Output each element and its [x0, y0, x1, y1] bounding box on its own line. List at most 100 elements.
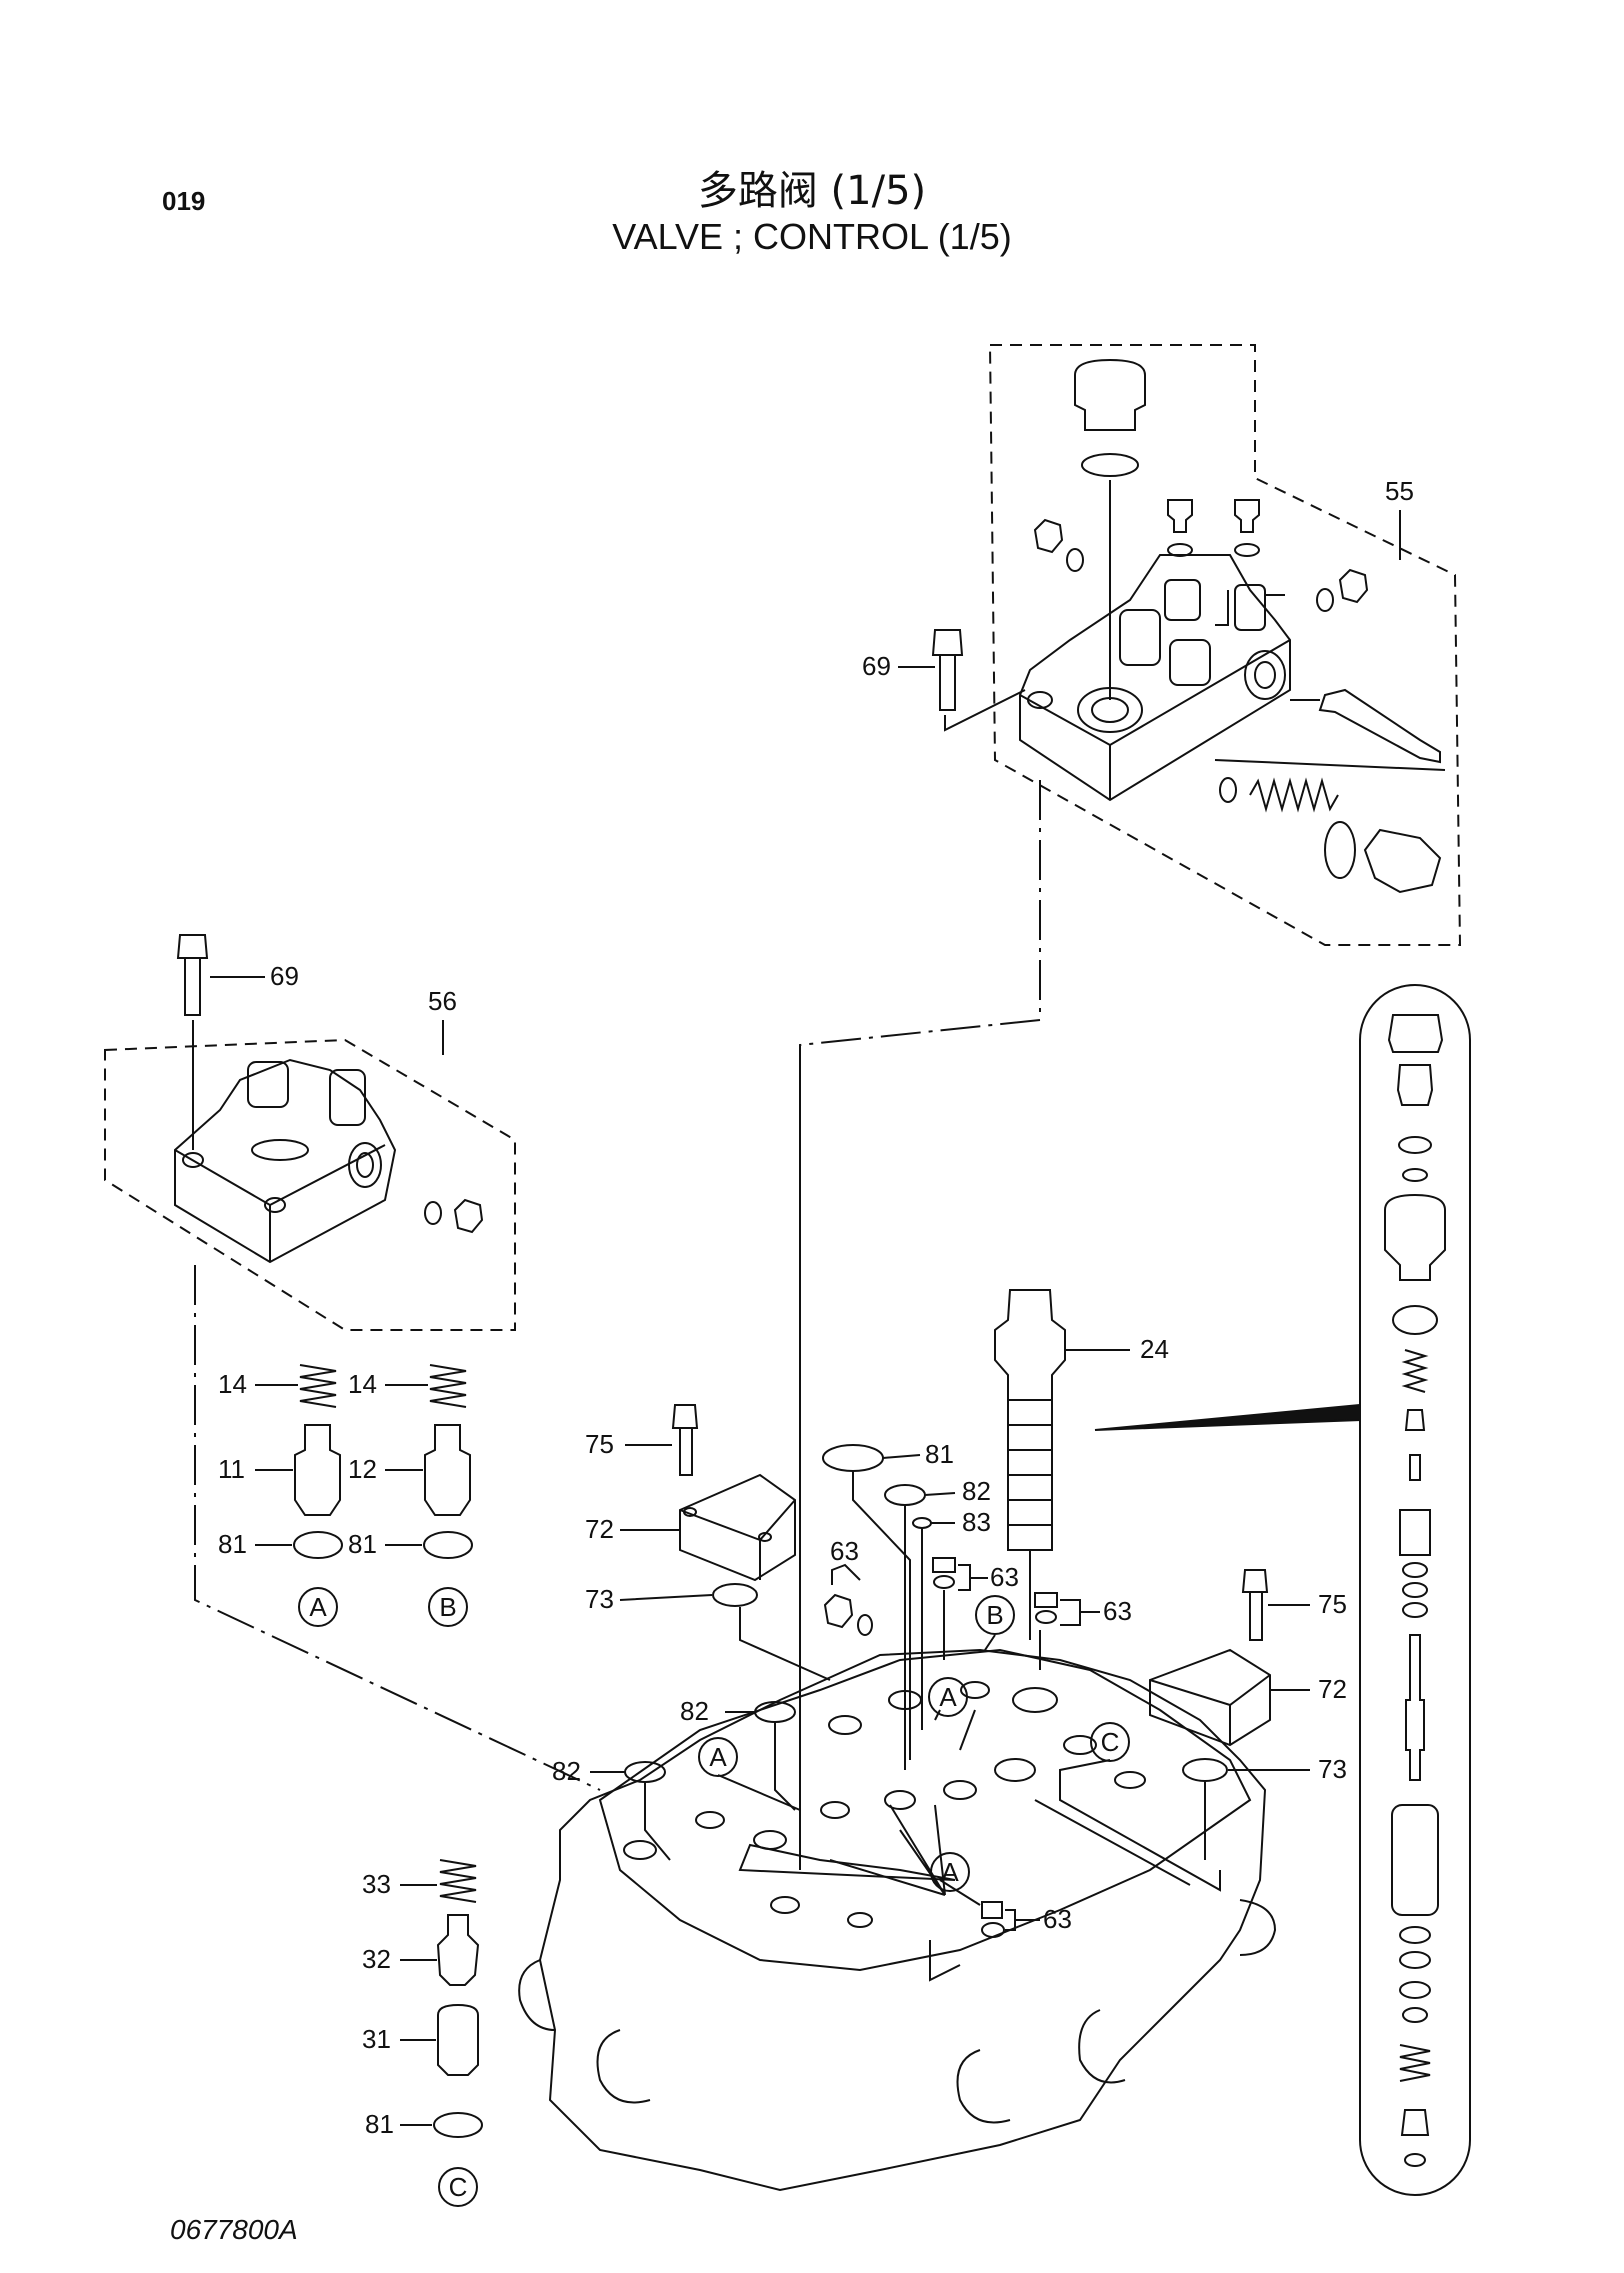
- lower-block-side-port-inner: [356, 1152, 374, 1178]
- oring-81-right: [423, 1531, 473, 1559]
- marker-leaders: [717, 1634, 1221, 1906]
- marker-a-body-3-circle: [930, 1852, 970, 1892]
- oring-81-mid: [822, 1444, 884, 1472]
- col-part-poppet: [1404, 1409, 1426, 1431]
- callout-63-a: 63: [830, 1536, 859, 1566]
- lower-block-boss-2: [329, 1069, 366, 1126]
- bolt-69-upper-shank: [939, 655, 956, 711]
- marker-b-left: B: [428, 1587, 468, 1627]
- cover-72-left-top: [679, 1499, 796, 1580]
- column-leader-wedge: [1094, 1403, 1361, 1431]
- main-body-zigzag: [738, 1799, 1191, 1982]
- body-port-8: [1063, 1735, 1097, 1755]
- col-part-plug-1: [1396, 1064, 1434, 1106]
- left-part-stack: [255, 1364, 473, 1559]
- marker-b-left-label: B: [439, 1592, 456, 1622]
- marker-b-body-label: B: [986, 1600, 1003, 1630]
- callout-31: 31: [362, 2024, 391, 2054]
- lower-block-plug: [453, 1198, 484, 1234]
- col-part-oring-7: [1399, 1926, 1431, 1944]
- small-plug-2: [1234, 499, 1260, 533]
- title-chinese: 多路阀 (1/5): [697, 168, 927, 214]
- relief-valve-24-body: [994, 1289, 1066, 1551]
- callout-69-upper: 69: [862, 651, 891, 681]
- small-plug-1: [1167, 499, 1193, 533]
- bolt-69-upper: [931, 629, 1026, 732]
- col-part-oring-5: [1402, 1582, 1428, 1598]
- plug-63-c-oring: [1035, 1610, 1057, 1624]
- bracket-55: [1215, 590, 1285, 626]
- cover-72-left: [619, 1404, 831, 1681]
- mid-seals-leaders: [590, 1454, 956, 1861]
- callout-63-b: 63: [990, 1562, 1019, 1592]
- assembly-55-dashed-outline: [988, 344, 1462, 946]
- bolt-75-right: [1241, 1569, 1269, 1641]
- marker-c-lower-label: C: [449, 2172, 468, 2202]
- spring-33: [439, 1859, 477, 1903]
- bolt-69-upper-head: [931, 629, 964, 656]
- callout-72-left: 72: [585, 1514, 614, 1544]
- callout-24: 24: [1140, 1334, 1169, 1364]
- marker-b-body: B: [975, 1595, 1015, 1635]
- lower-left-stack: [400, 1859, 483, 2138]
- bolt-75-left: [671, 1404, 699, 1476]
- assembly-56-dashed-outline: [104, 1038, 516, 1331]
- plug-63-b: [932, 1557, 956, 1573]
- cover-72-right-leaders: [1204, 1604, 1310, 1860]
- callout-82-left-1: 82: [680, 1696, 709, 1726]
- marker-a-body-1-label: A: [709, 1742, 727, 1772]
- cover-72-right-top: [1149, 1674, 1271, 1745]
- marker-b-left-circle: [428, 1587, 468, 1627]
- spool-leader: [1214, 699, 1446, 771]
- col-part-oring-3: [1392, 1305, 1438, 1335]
- col-part-pin: [1409, 1454, 1421, 1481]
- cover-72-left-plate: [679, 1473, 796, 1582]
- body-port-13: [1012, 1687, 1058, 1713]
- body-port-12: [960, 1681, 990, 1699]
- callout-69-lower: 69: [270, 961, 299, 991]
- side-oring-right: [1316, 588, 1334, 612]
- upper-block-boss-4: [1234, 584, 1266, 631]
- spring-14-left: [299, 1364, 337, 1408]
- body-port-9: [1114, 1771, 1146, 1789]
- callout-56: 56: [428, 986, 457, 1016]
- callout-75-right: 75: [1318, 1589, 1347, 1619]
- callout-73-left: 73: [585, 1584, 614, 1614]
- callout-33: 33: [362, 1869, 391, 1899]
- lower-block-slot: [251, 1139, 309, 1161]
- body-port-6: [943, 1780, 977, 1800]
- lower-block-hole-2: [264, 1197, 286, 1213]
- title-english: VALVE ; CONTROL (1/5): [612, 216, 1012, 257]
- marker-c-lower-circle: [438, 2167, 478, 2207]
- top-cap-plug: [1074, 358, 1146, 431]
- main-body-front-bosses: [596, 2009, 1126, 2124]
- top-cap-oring: [1081, 453, 1139, 477]
- plug-63-brackets: [831, 1563, 1100, 1931]
- upper-block-hole: [1027, 691, 1053, 709]
- col-part-oring-4: [1402, 1562, 1428, 1578]
- lower-valve-block: [174, 1058, 397, 1264]
- screw-plugs-63: [823, 1557, 1100, 1938]
- callout-14-left: 14: [218, 1369, 247, 1399]
- col-part-oring-8: [1399, 1951, 1431, 1969]
- oring-73-left: [712, 1583, 758, 1607]
- spring-14-right: [429, 1364, 467, 1408]
- bolt-69-lower-shank: [184, 958, 201, 1016]
- col-part-oring-9: [1399, 1981, 1431, 1999]
- main-body-top-plate: [598, 1648, 1252, 1972]
- callout-14-right: 14: [348, 1369, 377, 1399]
- col-part-oring-6: [1402, 1602, 1428, 1618]
- body-port-7: [994, 1758, 1036, 1782]
- marker-b-body-circle: [975, 1595, 1015, 1635]
- cover-72-right-plate: [1149, 1648, 1271, 1747]
- spool-rod: [1318, 688, 1441, 764]
- oring-82-mid: [884, 1484, 926, 1506]
- main-body-side-lugs: [518, 1899, 1277, 2031]
- bolt-69-upper-leader: [944, 689, 1026, 732]
- parts-column-group: [1094, 984, 1471, 2196]
- callout-55: 55: [1385, 476, 1414, 506]
- lower-stack-leaders: [400, 1884, 437, 2126]
- col-part-oring-10: [1402, 2007, 1428, 2023]
- lower-valve-block-edge: [174, 1144, 386, 1262]
